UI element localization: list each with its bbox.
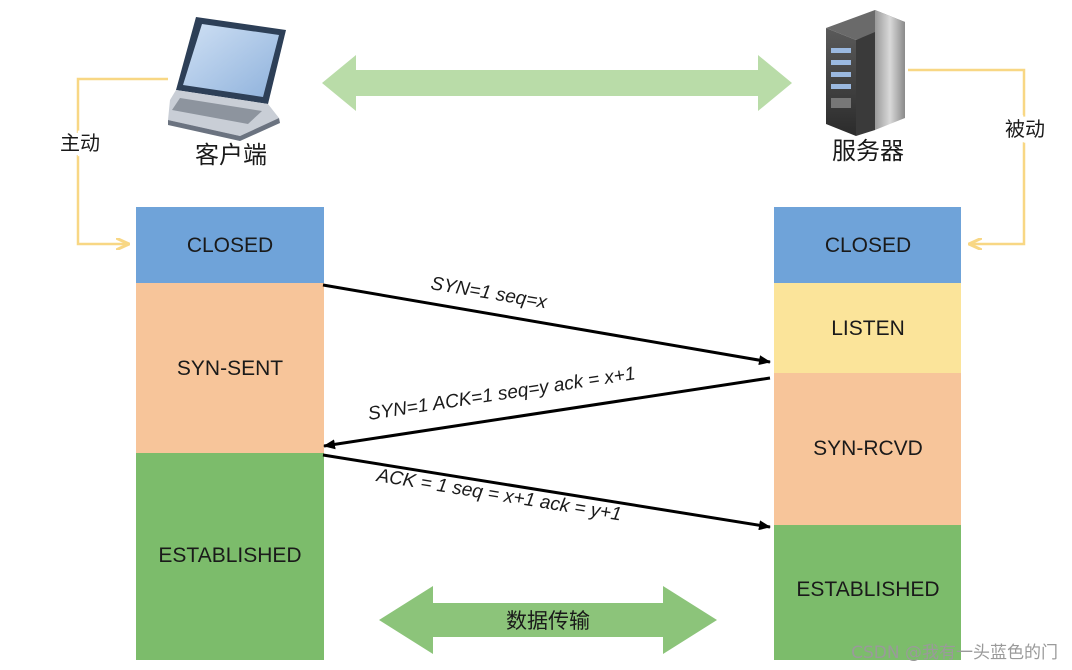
server-side-label: 被动 — [1005, 117, 1045, 141]
syn-ack-arrow — [323, 376, 771, 450]
server-state-syn-rcvd — [774, 373, 961, 525]
ack-message-label: ACK = 1 seq = x+1 ack = y+1 — [374, 465, 623, 525]
server-state-established-label: ESTABLISHED — [796, 578, 939, 601]
server-state-listen — [774, 283, 961, 373]
data-transfer-arrow — [379, 586, 717, 654]
watermark-text: CSDN @我有一头蓝色的门 — [851, 643, 1058, 663]
client-label: 客户端 — [195, 141, 267, 169]
syn-arrow — [322, 283, 771, 366]
syn-ack-message-label: SYN=1 ACK=1 seq=y ack = x+1 — [367, 363, 637, 425]
client-state-established-label: ESTABLISHED — [158, 544, 301, 567]
server-state-closed-label: CLOSED — [825, 234, 911, 257]
laptop-icon — [168, 17, 286, 141]
server-state-listen-label: LISTEN — [831, 317, 905, 340]
server-label: 服务器 — [832, 137, 904, 165]
client-state-syn-sent-label: SYN-SENT — [177, 357, 283, 380]
top-double-arrow — [322, 55, 792, 111]
server-state-closed — [774, 207, 961, 283]
client-state-closed-label: CLOSED — [187, 234, 273, 257]
client-side-label: 主动 — [60, 131, 100, 155]
server-state-established — [774, 525, 961, 660]
client-active-connector — [76, 77, 168, 244]
client-state-closed — [136, 207, 324, 283]
server-state-syn-rcvd-label: SYN-RCVD — [813, 437, 923, 460]
ack-arrow — [322, 453, 771, 531]
server-tower-icon — [826, 10, 905, 136]
data-transfer-label: 数据传输 — [506, 609, 590, 633]
client-state-syn-sent — [136, 283, 324, 453]
client-state-established — [136, 453, 324, 660]
server-passive-connector — [908, 68, 1026, 244]
